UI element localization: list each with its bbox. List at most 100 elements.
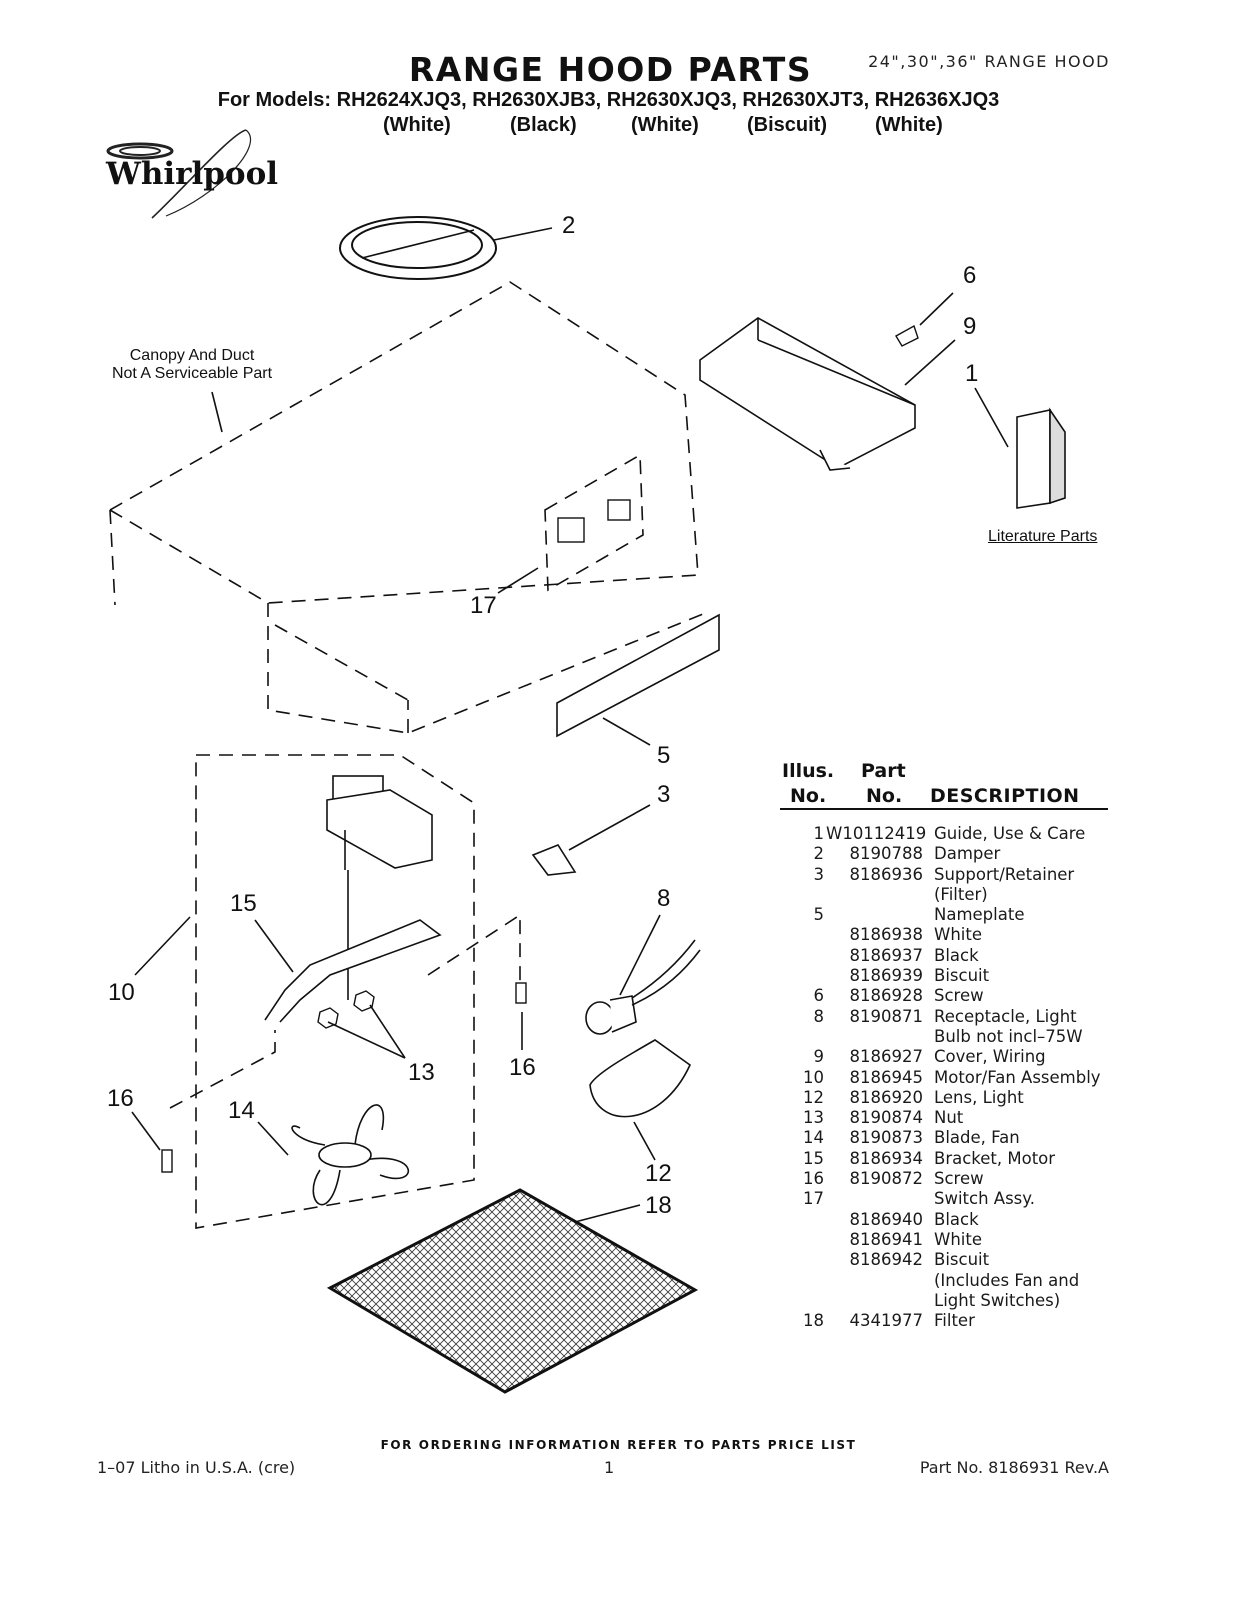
callout-8: 8 [657,885,671,912]
part-description: Biscuit [934,1250,990,1270]
table-row: 10 8186945 Motor/Fan Assembly [790,1068,1120,1088]
page-title: RANGE HOOD PARTS [408,50,813,89]
part-description: Filter [934,1311,975,1331]
part-number: 8186941 [849,1229,924,1249]
canopy-note-line1: Canopy And Duct [129,347,255,364]
col-header-description: DESCRIPTION [930,785,1080,807]
callout-5: 5 [657,742,671,769]
part-description: Support/Retainer [934,864,1075,884]
hood-sizes: 24",30",36" RANGE HOOD [868,52,1110,71]
canopy-note-line2: Not A Serviceable Part [111,365,273,382]
part-description: Screw [934,1169,984,1189]
table-row: (Filter) [790,885,1120,905]
part-number: 8186939 [849,966,924,986]
model-color-2: (Black) [510,114,577,136]
part-number: 8186928 [849,986,924,1006]
callout-16-left: 16 [107,1085,134,1112]
callout-18: 18 [645,1192,672,1219]
illus-number: 13 [803,1108,824,1128]
part-number: 8186945 [849,1067,924,1087]
callout-1: 1 [965,360,979,387]
part-description: Cover, Wiring [934,1047,1046,1067]
illus-number: 5 [813,905,825,925]
part-number: 8190872 [849,1169,924,1189]
table-row: Light Switches) [790,1291,1120,1311]
part-description: (Includes Fan and [934,1270,1080,1290]
callout-16-right: 16 [509,1054,536,1081]
table-row: 16 8190872 Screw [790,1169,1120,1189]
part-number: 8186937 [849,945,924,965]
part-number: 8190788 [849,844,924,864]
callout-14: 14 [228,1097,255,1124]
page-number: 1 [604,1458,615,1477]
part-description: Motor/Fan Assembly [934,1067,1101,1087]
callout-2: 2 [562,212,576,239]
model-color-1: (White) [383,114,451,136]
part-number: 8186940 [849,1209,924,1229]
callout-15: 15 [230,890,257,917]
illus-number: 1 [813,824,825,843]
part-number: 8186920 [849,1087,924,1107]
illus-number: 15 [803,1148,824,1168]
table-row: 8186937 Black [790,946,1120,966]
models-line: For Models: RH2624XJQ3, RH2630XJB3, RH26… [217,89,1000,111]
illus-number: 18 [803,1311,824,1331]
part-number: 8190873 [849,1128,924,1148]
svg-text:Whirlpool: Whirlpool [105,156,278,192]
col-header-illus-2: No. [790,785,827,807]
part-description: Black [934,1209,979,1229]
part-description: Guide, Use & Care [934,824,1086,843]
illus-number: 2 [813,844,825,864]
illus-number: 17 [803,1189,824,1209]
whirlpool-logo: Whirlpool [105,129,278,219]
part-number: 8190871 [849,1006,924,1026]
col-header-part-2: No. [866,785,903,807]
illus-number: 16 [803,1169,824,1189]
model-color-4: (Biscuit) [747,114,827,136]
table-row: 8186940 Black [790,1210,1120,1230]
part-number: 8186938 [849,925,924,945]
part-number: 8186927 [849,1047,924,1067]
part-description: Nameplate [934,905,1025,925]
table-row: 12 8186920 Lens, Light [790,1088,1120,1108]
callout-13: 13 [408,1059,435,1086]
col-header-part-1: Part [861,760,906,782]
part-description: Biscuit [934,966,990,986]
part-description: Bulb not incl–75W [934,1026,1083,1046]
illus-number: 12 [803,1087,824,1107]
literature-parts-label: Literature Parts [988,528,1098,545]
illus-number: 14 [803,1128,824,1148]
part-description: Lens, Light [934,1087,1024,1107]
ordering-note: FOR ORDERING INFORMATION REFER TO PARTS … [380,1438,857,1452]
model-color-3: (White) [631,114,699,136]
part-description: Receptacle, Light [934,1006,1077,1026]
illus-number: 8 [813,1006,825,1026]
table-row: 8186941 White [790,1230,1120,1250]
callout-9: 9 [963,313,977,340]
illus-number: 3 [813,864,825,884]
part-description: Bracket, Motor [934,1148,1056,1168]
part-description: White [934,1229,982,1249]
callout-6: 6 [963,262,977,289]
illus-number: 10 [803,1067,824,1087]
table-row: 15 8186934 Bracket, Motor [790,1149,1120,1169]
table-row: Bulb not incl–75W [790,1027,1120,1047]
model-color-5: (White) [875,114,943,136]
table-row: 8 8190871 Receptacle, Light [790,1007,1120,1027]
part-number: 8186934 [849,1148,924,1168]
part-description: Black [934,945,979,965]
part-description: Light Switches) [934,1290,1061,1310]
table-header-rule [780,808,1108,810]
table-row: 8186942 Biscuit [790,1250,1120,1270]
illus-number: 9 [813,1047,825,1067]
part-number: 8186936 [849,864,924,884]
part-number: 8186942 [849,1250,924,1270]
